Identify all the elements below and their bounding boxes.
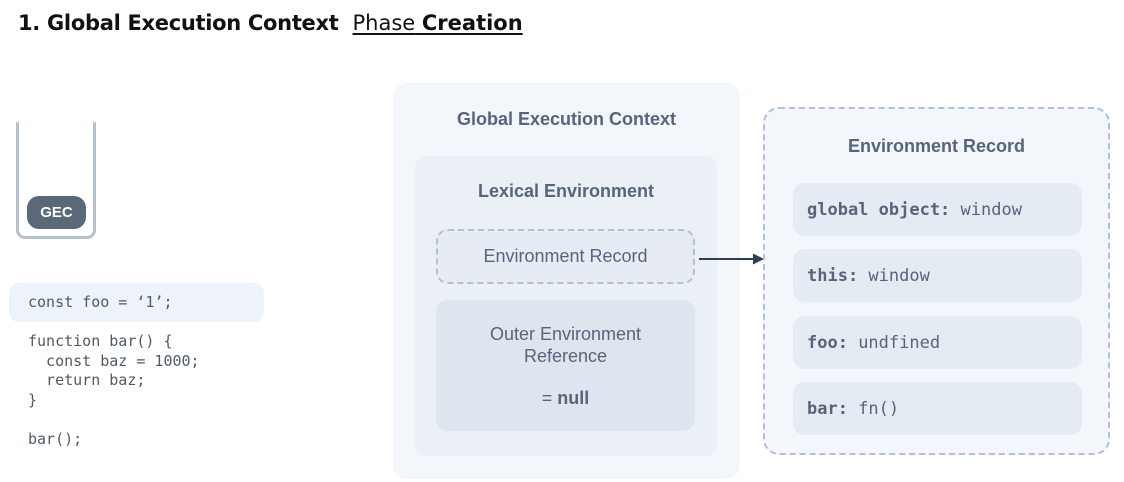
er-entry-value: fn() [847,398,900,419]
phase-label: Phase [352,11,416,35]
global-execution-context-panel: Global Execution Context Lexical Environ… [393,83,740,479]
outer-reference-label: Outer Environment Reference [436,323,695,367]
phase-name: Creation [421,11,523,35]
outer-reference-null: null [557,388,590,408]
call-stack: GEC [16,122,96,239]
outer-reference-value: = null [436,388,695,409]
code-spacer [9,410,264,430]
call-stack-frame-gec: GEC [27,196,86,229]
gec-panel-title: Global Execution Context [456,109,677,129]
title-text: 1. Global Execution Context [18,11,339,35]
lexical-environment-title: Lexical Environment [477,181,655,201]
page-title: 1. Global Execution Context Phase Creatio… [18,11,523,35]
er-entry-key: global object: [807,199,951,220]
er-entry-key: this: [807,265,859,286]
phase-indicator: Phase Creation [353,11,523,35]
code-line-highlighted: const foo = ‘1’; [9,283,264,322]
er-entry-foo: foo: undfined [793,316,1082,369]
code-line: function bar() { [28,332,173,350]
code-line: const baz = 1000; [28,351,200,370]
er-entry-value: undfined [847,332,941,353]
er-entry-key: foo: [807,332,848,353]
er-entry-bar: bar: fn() [793,382,1082,435]
er-entry-key: bar: [807,398,848,419]
code-line: } [28,390,38,409]
arrow-right-icon [699,253,764,265]
lexical-environment-panel: Lexical Environment Environment Record O… [415,156,717,456]
code-block: const foo = ‘1’; function bar() { const … [9,283,264,449]
er-entry-value: window [858,265,930,286]
code-line: return baz; [28,371,146,389]
er-entry-global-object: global object: window [793,183,1082,236]
environment-record-panel: Environment Record global object: window… [763,107,1110,455]
outer-reference-label-line1: Outer Environment [489,324,642,344]
environment-record-title: Environment Record [847,136,1026,156]
outer-reference-prefix: = [541,388,558,408]
environment-record-ref: Environment Record [436,229,695,284]
outer-reference-label-line2: Reference [523,346,608,366]
er-entry-value: window [950,199,1022,220]
code-line: bar(); [28,429,83,448]
er-entry-this: this: window [793,249,1082,302]
outer-environment-reference: Outer Environment Reference = null [436,300,695,431]
